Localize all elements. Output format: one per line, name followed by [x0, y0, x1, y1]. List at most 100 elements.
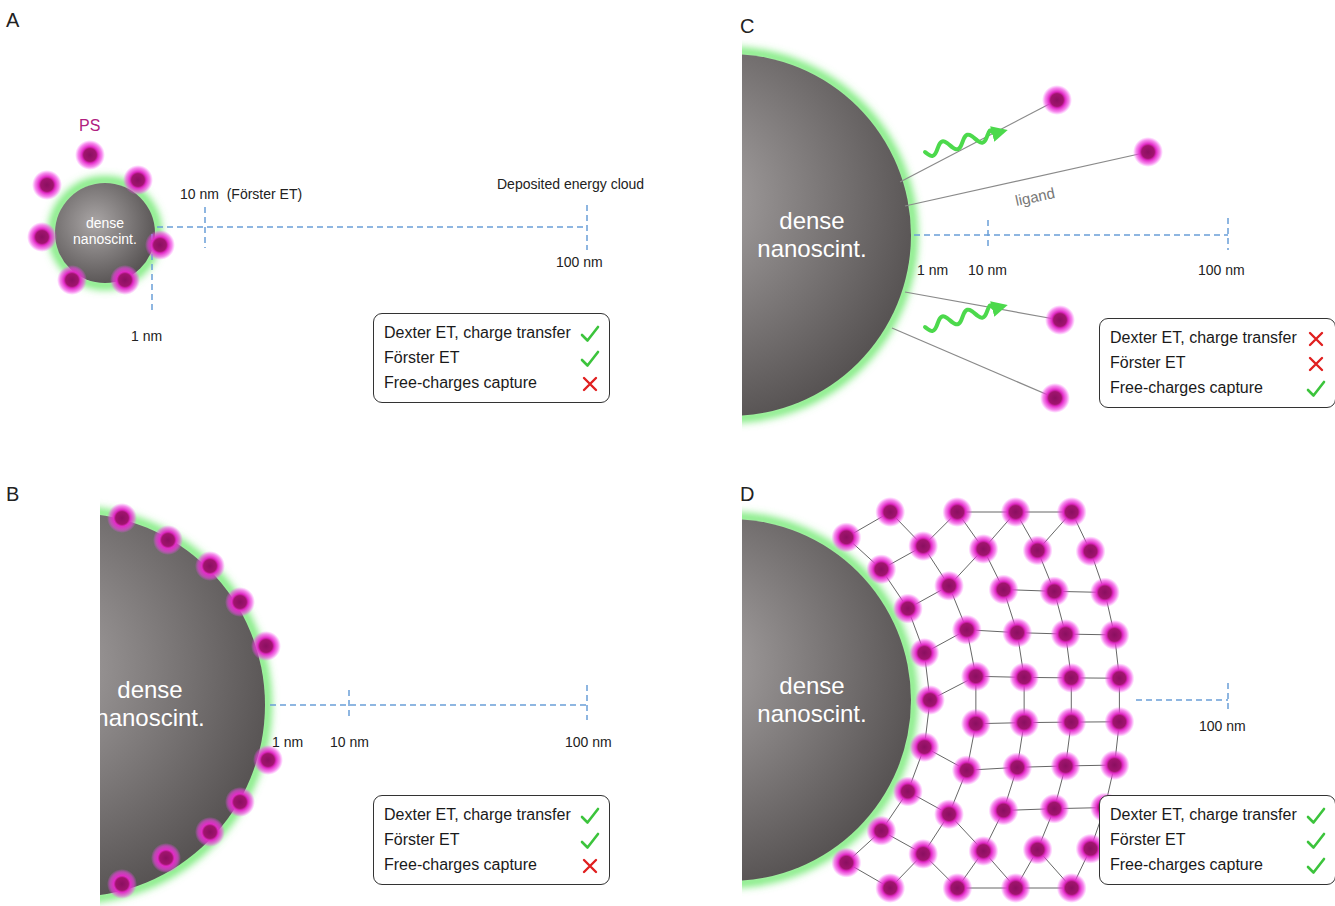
- ps-network: [846, 512, 1119, 888]
- scale-label: 100 nm: [565, 734, 612, 751]
- node-text: dense nanoscint.: [737, 672, 887, 727]
- photosensitizer-dot: [32, 170, 62, 200]
- photosensitizer-dot: [1057, 497, 1087, 527]
- ligand-label: ligand: [1014, 184, 1057, 210]
- photosensitizer-dot: [866, 554, 896, 584]
- check-stroke: [1308, 382, 1324, 396]
- check-stroke: [1308, 834, 1324, 848]
- photosensitizer-dot: [1039, 794, 1069, 824]
- panel-letter: A: [6, 8, 19, 32]
- photosensitizer-dot: [225, 787, 255, 817]
- scale-dashed-line: [914, 234, 1228, 236]
- photosensitizer-dot: [153, 525, 183, 555]
- photosensitizer-dot: [1042, 85, 1072, 115]
- photosensitizer-dot: [934, 571, 964, 601]
- photosensitizer-dot: [942, 497, 972, 527]
- node-text: Dexter ET, charge transfer: [384, 321, 573, 346]
- nanoscintillator-label: dense nanoscint.: [75, 676, 225, 731]
- scale-dashed-line: [157, 226, 587, 228]
- photosensitizer-dot: [831, 848, 861, 878]
- node-text: Free-charges capture: [384, 371, 573, 396]
- nanoscintillator-sphere: [742, 517, 913, 883]
- photosensitizer-dot: [1100, 750, 1130, 780]
- photosensitizer-dot: [1104, 707, 1134, 737]
- scale-dashed-line: [270, 704, 587, 706]
- photosensitizer-dot: [968, 836, 998, 866]
- green-glow: [100, 511, 267, 899]
- scale-label: 100 nm: [1198, 262, 1245, 279]
- scale-label: PS: [79, 116, 100, 135]
- photosensitizer-dot: [110, 265, 140, 295]
- sphere-body: [742, 54, 911, 416]
- photosensitizer-dot: [961, 661, 991, 691]
- node-text: Dexter ET, charge transfer: [1110, 803, 1299, 828]
- photosensitizer-dot: [952, 755, 982, 785]
- scale-dashed-line: [204, 207, 206, 248]
- scale-label: 1 nm: [131, 328, 162, 345]
- node-text: dense nanoscint.: [75, 676, 225, 731]
- photosensitizer-dot: [195, 551, 225, 581]
- cross-stroke: [584, 860, 596, 872]
- photosensitizer-dot: [107, 869, 137, 899]
- scale-label: 10 nm (Förster ET): [180, 186, 302, 203]
- scale-label: 1 nm: [272, 734, 303, 751]
- check-mark: [580, 807, 600, 825]
- photosensitizer-dot: [123, 165, 153, 195]
- photosensitizer-dot: [1076, 536, 1106, 566]
- photosensitizer-dot: [893, 776, 923, 806]
- node-text: Förster ET: [384, 346, 573, 371]
- photosensitizer-dot: [251, 631, 281, 661]
- photosensitizer-dot: [989, 795, 1019, 825]
- node-text: Dexter ET, charge transfer: [384, 803, 573, 828]
- green-glow: [742, 52, 913, 418]
- scale-dashed-line: [987, 220, 989, 250]
- photosensitizer-dot: [934, 799, 964, 829]
- check-stroke: [582, 809, 598, 823]
- photosensitizer-dot: [1023, 535, 1053, 565]
- photosensitizer-dot: [1002, 618, 1032, 648]
- photosensitizer-dot: [145, 230, 175, 260]
- scale-dashed-line: [1227, 683, 1229, 712]
- cross-stroke: [584, 378, 596, 390]
- scale-dashed-line: [1227, 218, 1229, 250]
- scale-label: 100 nm: [1199, 718, 1246, 735]
- photon-arrow: [925, 305, 1000, 331]
- photosensitizer-dot: [908, 839, 938, 869]
- photosensitizer-dot: [961, 709, 991, 739]
- green-glow: [742, 517, 913, 883]
- node-text: Free-charges capture: [384, 853, 573, 878]
- photon-arrow: [925, 130, 1000, 156]
- scale-dashed-line: [586, 685, 588, 720]
- photosensitizer-dot: [1023, 835, 1053, 865]
- scale-label: Deposited energy cloud: [497, 176, 644, 193]
- cross-mark: [1306, 330, 1326, 348]
- check-stroke: [582, 327, 598, 341]
- check-stroke: [1308, 859, 1324, 873]
- mechanism-box: Dexter ET, charge transferFörster ETFree…: [1099, 795, 1335, 885]
- sphere-body: [100, 513, 265, 897]
- photosensitizer-dot: [1051, 619, 1081, 649]
- photosensitizer-dot: [1009, 708, 1039, 738]
- photosensitizer-dot: [1057, 873, 1087, 903]
- scale-dashed-line: [348, 690, 350, 720]
- photosensitizer-dot: [1002, 752, 1032, 782]
- check-mark: [1306, 380, 1326, 398]
- node-text: Free-charges capture: [1110, 376, 1299, 401]
- check-mark: [1306, 807, 1326, 825]
- photosensitizer-dot: [908, 531, 938, 561]
- nanoscintillator-label: dense nanoscint.: [737, 207, 887, 262]
- panel-letter: B: [6, 482, 19, 506]
- photosensitizer-dot: [989, 575, 1019, 605]
- photosensitizer-dot: [909, 732, 939, 762]
- photosensitizer-dot: [952, 615, 982, 645]
- photosensitizer-dot: [1051, 751, 1081, 781]
- check-mark: [1306, 857, 1326, 875]
- photosensitizer-dot: [1090, 577, 1120, 607]
- cross-mark: [580, 857, 600, 875]
- photosensitizer-dot: [151, 843, 181, 873]
- photosensitizer-dot: [1056, 663, 1086, 693]
- node-text: Förster ET: [384, 828, 573, 853]
- photosensitizer-dot: [875, 873, 905, 903]
- nanoscintillator-sphere: [742, 52, 913, 418]
